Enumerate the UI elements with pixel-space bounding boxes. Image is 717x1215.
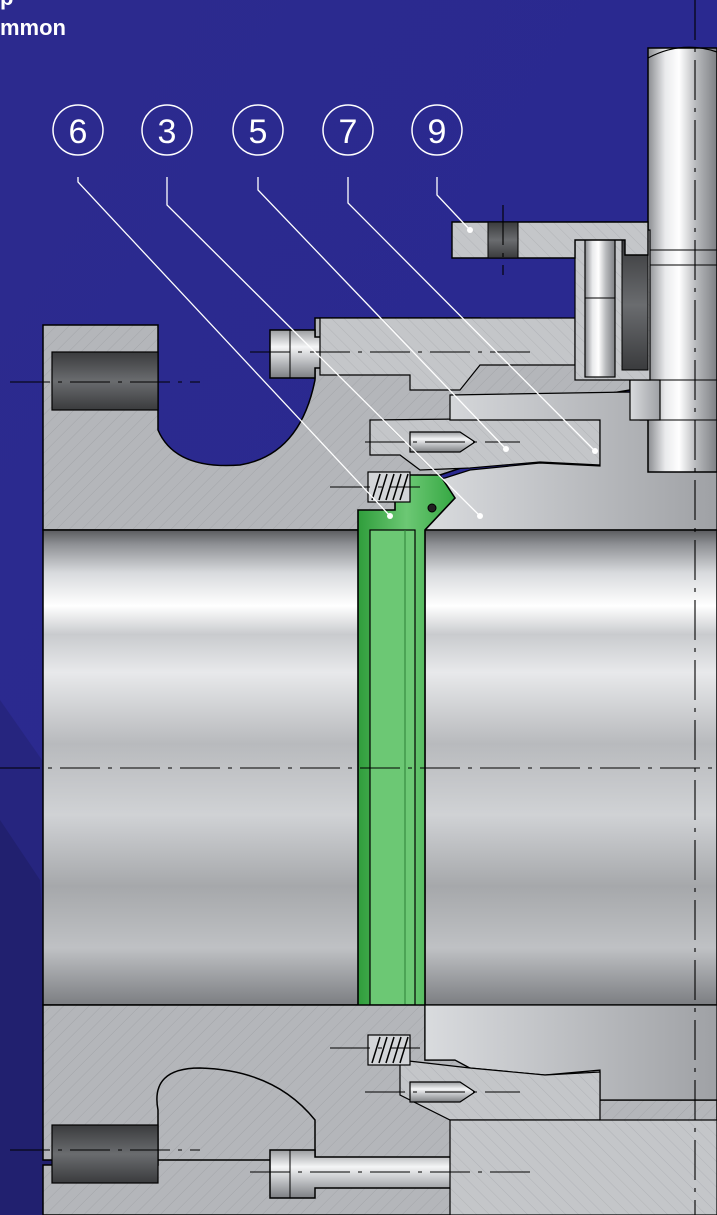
balloon-5: 5	[232, 104, 284, 156]
o-ring-upper	[427, 503, 437, 513]
lower-base-plate	[449, 1119, 717, 1215]
shaft-top-cap	[647, 46, 717, 59]
balloon-9-label: 9	[428, 113, 447, 151]
leader-lines	[77, 177, 596, 517]
balloon-3-label: 3	[158, 113, 177, 151]
leader-9	[436, 177, 471, 231]
packing-vertical-pin	[584, 221, 616, 378]
lower-flange-hole	[51, 1124, 159, 1184]
balloon-5-label: 5	[249, 113, 268, 151]
lower-spring	[367, 1034, 411, 1066]
shaft-collar	[629, 379, 661, 421]
heading-line-2: mmon	[0, 15, 66, 40]
balloon-7: 7	[322, 104, 374, 156]
leader-3	[166, 177, 481, 517]
balloon-6: 6	[52, 104, 104, 156]
packing-rings	[621, 239, 649, 371]
lower-seal-housing	[399, 1059, 601, 1121]
upper-flange-hole	[51, 351, 159, 411]
leader-6	[77, 177, 391, 517]
balloon-9: 9	[411, 104, 463, 156]
balloon-7-label: 7	[339, 113, 358, 151]
balloon-3: 3	[141, 104, 193, 156]
leader-dots	[387, 227, 598, 519]
lower-sleeve	[424, 1004, 717, 1101]
leader-7	[347, 177, 596, 452]
balloon-6-label: 6	[69, 113, 88, 151]
leader-5	[257, 177, 507, 450]
heading-line-1: p	[0, 0, 13, 10]
